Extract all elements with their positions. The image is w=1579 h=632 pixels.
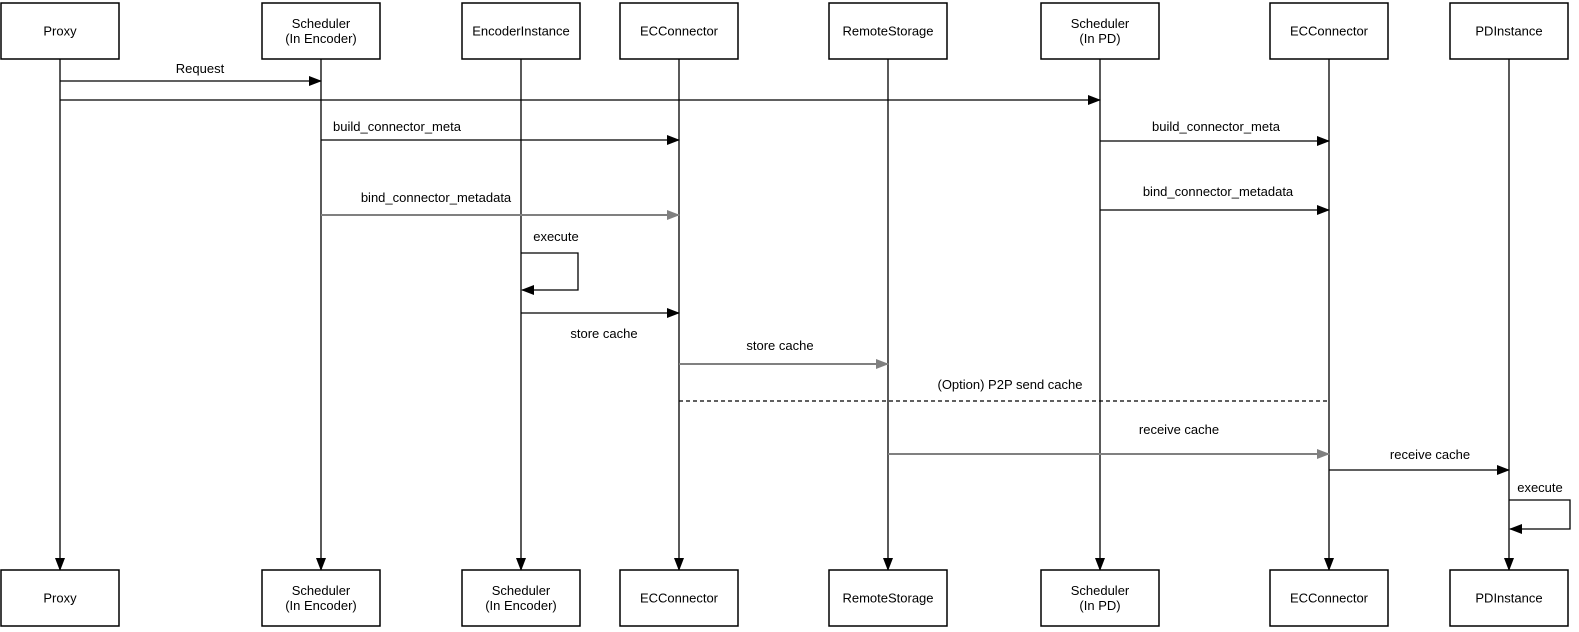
actor-bottom-label-proxy: Proxy bbox=[43, 591, 77, 606]
actor-bottom-label-remote-storage: RemoteStorage bbox=[842, 591, 933, 606]
actor-top-box-scheduler-in-pd[interactable] bbox=[1040, 2, 1160, 60]
actor-bottom-label-scheduler-in-pd: Scheduler(In PD) bbox=[1071, 583, 1130, 613]
self-message-label-execute: execute bbox=[1517, 480, 1563, 495]
actor-top-label-ec-connector-encoder: ECConnector bbox=[640, 24, 719, 39]
message-label-store-cache: store cache bbox=[570, 326, 637, 341]
actor-top-box-remote-storage[interactable] bbox=[828, 2, 948, 60]
message-label-store-cache: store cache bbox=[746, 338, 813, 353]
message-label-build-connector-meta: build_connector_meta bbox=[333, 119, 462, 134]
message-label-receive-cache: receive cache bbox=[1390, 447, 1470, 462]
actor-top-label-pd-instance: PDInstance bbox=[1475, 24, 1542, 39]
actor-bottom-box-remote-storage[interactable] bbox=[828, 569, 948, 627]
actor-top-label-remote-storage: RemoteStorage bbox=[842, 24, 933, 39]
message-label-bind-connector-metadata: bind_connector_metadata bbox=[1143, 184, 1294, 199]
actor-top-label-scheduler-in-pd: Scheduler(In PD) bbox=[1071, 16, 1130, 46]
actor-top-box-ec-connector-encoder[interactable] bbox=[619, 2, 739, 60]
actor-bottom-label-ec-connector-pd: ECConnector bbox=[1290, 591, 1369, 606]
actor-bottom-box-ec-connector-encoder[interactable] bbox=[619, 569, 739, 627]
actor-top-box-scheduler-in-encoder[interactable] bbox=[261, 2, 381, 60]
actor-bottom-box-pd-instance[interactable] bbox=[1449, 569, 1569, 627]
actor-top-label-scheduler-in-encoder: Scheduler(In Encoder) bbox=[285, 16, 357, 46]
message-label-request: Request bbox=[176, 61, 225, 76]
actor-bottom-box-ec-connector-pd[interactable] bbox=[1269, 569, 1389, 627]
actor-bottom-box-scheduler-in-encoder[interactable] bbox=[261, 569, 381, 627]
message-label-option-p2p-send-cache: (Option) P2P send cache bbox=[937, 377, 1082, 392]
actor-bottom-label-pd-instance: PDInstance bbox=[1475, 591, 1542, 606]
self-message-execute[interactable] bbox=[1509, 499, 1571, 534]
actor-top-box-proxy[interactable] bbox=[0, 2, 120, 60]
self-message-execute[interactable] bbox=[521, 252, 579, 295]
actor-top-label-ec-connector-pd: ECConnector bbox=[1290, 24, 1369, 39]
actor-bottom-label-scheduler-in-encoder: Scheduler(In Encoder) bbox=[285, 583, 357, 613]
message-label-receive-cache: receive cache bbox=[1139, 422, 1219, 437]
actor-top-box-ec-connector-pd[interactable] bbox=[1269, 2, 1389, 60]
actor-top-label-encoder-instance: EncoderInstance bbox=[472, 24, 570, 39]
message-label-build-connector-meta: build_connector_meta bbox=[1152, 119, 1281, 134]
actor-bottom-label-ec-connector-encoder: ECConnector bbox=[640, 591, 719, 606]
message-label-bind-connector-metadata: bind_connector_metadata bbox=[361, 190, 512, 205]
actor-bottom-label-encoder-instance: Scheduler(In Encoder) bbox=[485, 583, 557, 613]
actor-top-box-pd-instance[interactable] bbox=[1449, 2, 1569, 60]
actor-top-box-encoder-instance[interactable] bbox=[461, 2, 581, 60]
self-message-label-execute: execute bbox=[533, 229, 579, 244]
actor-bottom-box-scheduler-in-pd[interactable] bbox=[1040, 569, 1160, 627]
actor-bottom-box-encoder-instance[interactable] bbox=[461, 569, 581, 627]
actor-bottom-box-proxy[interactable] bbox=[0, 569, 120, 627]
actor-top-label-proxy: Proxy bbox=[43, 24, 77, 39]
